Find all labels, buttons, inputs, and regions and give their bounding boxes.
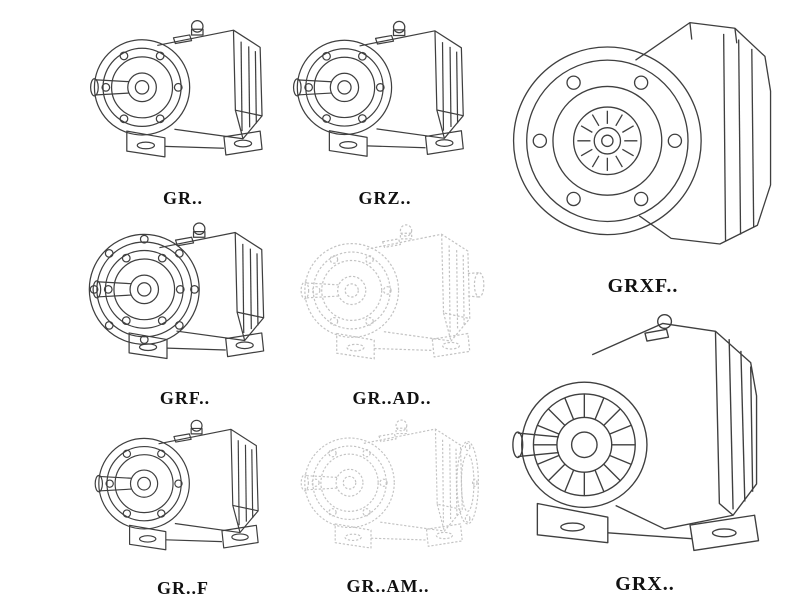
figure-grx: GRX.. [492,298,798,596]
grz-gearbox-drawing [292,20,464,157]
gr-am-gearbox-drawing [300,419,479,549]
gr-am-label: GR..AM.. [346,576,430,596]
figure-grf: GRF.. [80,206,290,410]
grxf-label: GRXF.. [607,275,679,297]
figure-gr-am: GR..AM.. [286,404,490,598]
gr-ad-label: GR..AD.. [352,388,432,408]
figure-gr: GR.. [83,2,283,210]
figure-gr-f: GR..F [83,404,283,600]
grz-label: GRZ.. [358,188,412,208]
grf-label: GRF.. [159,388,211,408]
gr-label: GR.. [163,188,203,208]
gr-f-label: GR..F [157,578,209,598]
figure-grxf: GRXF.. [492,2,794,298]
grf-gearbox-drawing [88,222,265,360]
grx-label: GRX.. [615,573,675,595]
figure-gr-ad: GR..AD.. [286,208,498,410]
gr-gearbox-drawing [90,20,263,158]
gr-f-gearbox-drawing [94,419,259,551]
gr-ad-gearbox-drawing [300,224,485,360]
figure-grz: GRZ.. [286,2,484,210]
grx-gearbox-drawing [512,313,760,552]
grxf-gearbox-drawing [512,21,772,245]
